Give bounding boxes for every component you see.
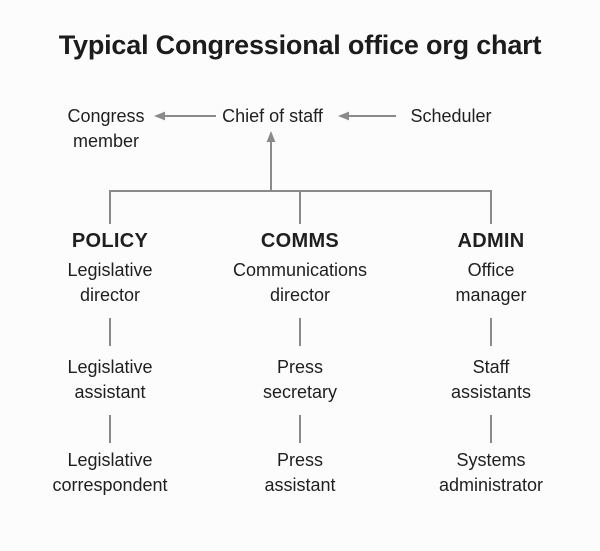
node-admin-level-3: Systems administrator bbox=[438, 450, 544, 495]
node-comms-level-2: Press secretary bbox=[262, 357, 338, 402]
dept-label-policy: POLICY bbox=[71, 230, 149, 252]
arrow-chief-to-member-icon bbox=[154, 111, 216, 121]
node-comms-level-1: Communications director bbox=[232, 260, 368, 305]
node-policy-level-1: Legislative director bbox=[67, 260, 153, 305]
connector-comms-2-3 bbox=[299, 415, 301, 443]
connector-admin-2-3 bbox=[490, 415, 492, 443]
node-comms-level-3: Press assistant bbox=[264, 450, 336, 495]
arrow-departments-to-chief-icon bbox=[266, 131, 276, 191]
dept-label-comms: COMMS bbox=[260, 230, 340, 252]
page-title: Typical Congressional office org chart bbox=[58, 30, 542, 60]
connector-policy-2-3 bbox=[109, 415, 111, 443]
node-congress-member: Congress member bbox=[67, 106, 145, 151]
connector-comms-1-2 bbox=[299, 318, 301, 346]
department-stem-comms bbox=[299, 190, 301, 224]
department-stem-admin bbox=[490, 190, 492, 224]
node-admin-level-2: Staff assistants bbox=[450, 357, 532, 402]
node-chief-of-staff: Chief of staff bbox=[222, 106, 323, 126]
node-policy-level-3: Legislative correspondent bbox=[52, 450, 168, 495]
connector-policy-1-2 bbox=[109, 318, 111, 346]
node-scheduler: Scheduler bbox=[410, 106, 492, 126]
dept-label-admin: ADMIN bbox=[457, 230, 525, 252]
node-admin-level-1: Office manager bbox=[455, 260, 527, 305]
node-policy-level-2: Legislative assistant bbox=[67, 357, 153, 402]
arrow-scheduler-to-chief-icon bbox=[338, 111, 396, 121]
connector-admin-1-2 bbox=[490, 318, 492, 346]
department-stem-policy bbox=[109, 190, 111, 224]
